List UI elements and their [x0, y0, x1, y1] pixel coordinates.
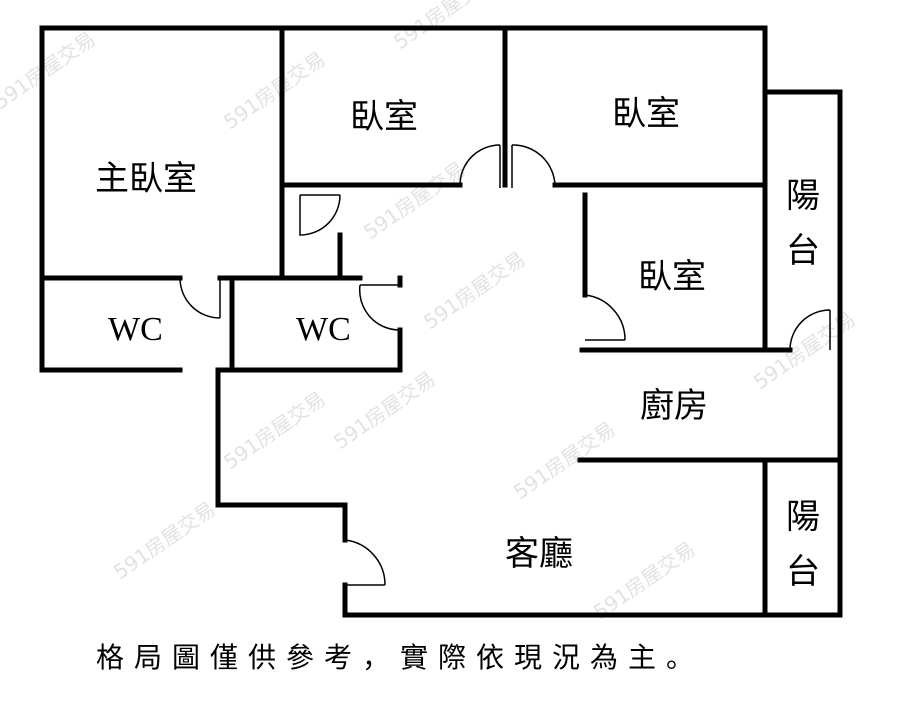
room-label-balcony-2-bottom: 台 — [786, 552, 820, 592]
watermark: 591房屋交易 — [419, 247, 530, 334]
watermark: 591房屋交易 — [0, 27, 100, 114]
watermark: 591房屋交易 — [589, 537, 700, 624]
door-wc-2 — [358, 284, 401, 331]
room-label-bedroom-3: 臥室 — [638, 257, 706, 297]
room-label-master-bedroom: 主臥室 — [95, 159, 197, 199]
door-bedroom-3 — [584, 294, 626, 341]
disclaimer-note: 格局圖僅供參考，實際依現況為主。 — [96, 641, 705, 674]
door-bedroom-2 — [511, 144, 556, 188]
door-bedroom-1 — [459, 144, 501, 188]
walls — [39, 25, 843, 618]
door-wc-1 — [179, 277, 221, 319]
watermark: 591房屋交易 — [329, 367, 440, 454]
door-entrance — [344, 539, 386, 586]
room-label-balcony-2-top: 陽 — [786, 497, 820, 537]
room-label-living-room: 客廳 — [505, 534, 573, 574]
room-label-bedroom-2: 臥室 — [612, 94, 680, 134]
doors — [179, 144, 831, 586]
room-label-balcony-1-bottom: 台 — [786, 231, 820, 271]
watermark: 591房屋交易 — [219, 387, 330, 474]
room-label-wc-1: WC — [108, 311, 163, 348]
room-label-wc-2: WC — [296, 311, 351, 348]
watermark: 591房屋交易 — [219, 47, 330, 134]
room-label-kitchen: 廚房 — [640, 386, 708, 426]
watermark: 591房屋交易 — [359, 157, 470, 244]
door-closet — [299, 194, 341, 236]
door-balcony-1 — [789, 309, 831, 351]
room-label-balcony-1-top: 陽 — [786, 176, 820, 216]
room-label-bedroom-1: 臥室 — [350, 97, 418, 137]
watermark: 591房屋交易 — [109, 497, 220, 584]
